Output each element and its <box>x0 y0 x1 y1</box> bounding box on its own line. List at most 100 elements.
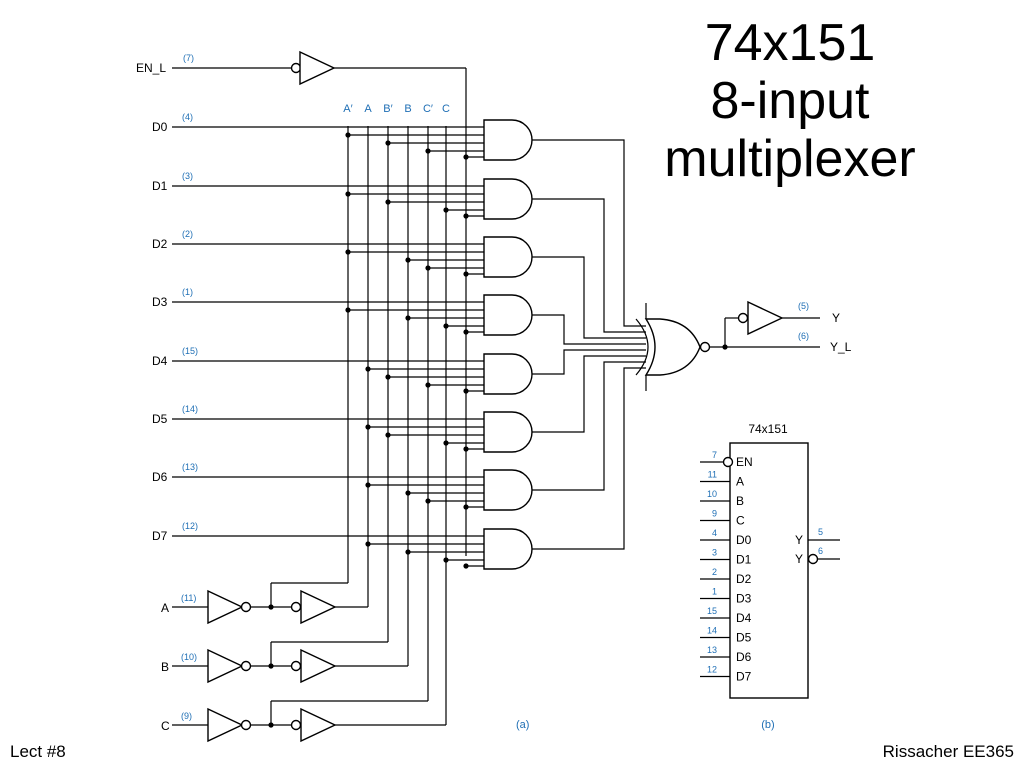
select-junction <box>425 498 431 504</box>
title-line-1: 74x151 <box>704 14 876 72</box>
select-junction <box>365 482 371 488</box>
chip-output-bubble <box>807 553 819 565</box>
select-label-C: C <box>161 719 170 733</box>
chip-pin-2: 2 <box>712 567 717 577</box>
chip-label-D0: D0 <box>736 533 752 547</box>
chip-pin-15: 15 <box>707 606 717 616</box>
select-pin-C: (9) <box>181 711 192 721</box>
select-junction <box>345 132 351 138</box>
and-gate-6 <box>483 469 533 511</box>
output-pin-y-l: (6) <box>798 331 809 341</box>
and-output-wire-1 <box>532 198 646 333</box>
chip-pin-3: 3 <box>712 548 717 558</box>
select-buffer-1 <box>207 648 244 684</box>
enable-junction <box>463 504 469 510</box>
enable-junction <box>463 271 469 277</box>
and-gate-1 <box>483 178 533 220</box>
select-bus-label-0: A′ <box>343 103 352 115</box>
and-output-wire-5 <box>532 355 646 433</box>
chip-output-pin: 5 <box>818 527 823 537</box>
data-label-D7: D7 <box>152 529 168 543</box>
select-junction <box>443 557 449 563</box>
select-pin-A: (11) <box>181 593 196 603</box>
select-junction <box>405 549 411 555</box>
data-label-D3: D3 <box>152 295 168 309</box>
data-label-D5: D5 <box>152 412 168 426</box>
select-buffer-2 <box>300 707 337 743</box>
data-pin-D7: (12) <box>182 521 198 531</box>
output-label-y: Y <box>832 311 840 325</box>
data-pin-D2: (2) <box>182 229 193 239</box>
select-junction <box>425 148 431 154</box>
chip-label-D5: D5 <box>736 631 752 645</box>
chip-pin-12: 12 <box>707 665 717 675</box>
and-output-wire-4 <box>532 349 646 375</box>
chip-pin-14: 14 <box>707 626 717 636</box>
data-pin-D4: (15) <box>182 346 198 356</box>
and-gate-0 <box>483 119 533 161</box>
select-inverter-bubble-2 <box>290 719 302 731</box>
data-label-D4: D4 <box>152 354 168 368</box>
output-label-y-l: Y_L <box>830 340 852 354</box>
select-junction <box>365 366 371 372</box>
chip-enable-bubble <box>722 456 734 468</box>
select-junction <box>385 199 391 205</box>
select-inverter-bubble-2 <box>290 660 302 672</box>
chip-pin-1: 1 <box>712 587 717 597</box>
data-label-D2: D2 <box>152 237 168 251</box>
data-pin-D0: (4) <box>182 112 193 122</box>
caption-a: (a) <box>516 719 529 731</box>
course-credit: Rissacher EE365 <box>882 742 1014 761</box>
chip-body <box>729 442 809 699</box>
chip-label-A: A <box>736 475 744 489</box>
chip-pin-13: 13 <box>707 645 717 655</box>
select-inverter-bubble-1 <box>240 601 252 613</box>
select-pin-B: (10) <box>181 652 197 662</box>
and-gate-4 <box>483 353 533 395</box>
chip-label-D7: D7 <box>736 670 752 684</box>
enable-buffer <box>299 50 336 86</box>
select-junction <box>345 191 351 197</box>
data-label-D6: D6 <box>152 470 168 484</box>
and-output-wire-7 <box>532 367 646 550</box>
chip-pin-10: 10 <box>707 489 717 499</box>
title-line-2: 8-input <box>710 72 870 130</box>
select-junction <box>385 432 391 438</box>
select-junction <box>365 424 371 430</box>
y-buffer <box>747 300 784 336</box>
nor-gate <box>644 318 701 376</box>
chip-output-pin: 6 <box>818 546 823 556</box>
select-inverter-bubble-1 <box>240 719 252 731</box>
select-junction <box>365 541 371 547</box>
select-bus-label-3: B <box>404 103 411 115</box>
select-junction <box>443 440 449 446</box>
select-label-A: A <box>161 601 169 615</box>
nor-input-edge <box>635 318 649 376</box>
enable-junction <box>463 563 469 569</box>
select-junction <box>405 315 411 321</box>
chip-pin-9: 9 <box>712 509 717 519</box>
chip-label-D1: D1 <box>736 553 752 567</box>
and-output-wire-6 <box>532 361 646 491</box>
chip-output-label: Y <box>795 533 803 547</box>
enable-junction <box>463 446 469 452</box>
data-pin-D3: (1) <box>182 287 193 297</box>
data-pin-D1: (3) <box>182 171 193 181</box>
and-gate-7 <box>483 528 533 570</box>
enable-junction <box>463 388 469 394</box>
caption-b: (b) <box>761 719 774 731</box>
slide-title: 74x151 8-input multiplexer <box>620 14 960 188</box>
select-bus-label-2: B′ <box>383 103 392 115</box>
enable-junction <box>463 154 469 160</box>
chip-name: 74x151 <box>748 422 788 436</box>
enable-junction <box>463 213 469 219</box>
title-line-3: multiplexer <box>664 130 916 188</box>
y-inverter-bubble <box>737 312 749 324</box>
select-junction <box>443 323 449 329</box>
and-gate-5 <box>483 411 533 453</box>
enable-junction <box>463 329 469 335</box>
chip-label-D6: D6 <box>736 650 752 664</box>
and-output-wire-0 <box>532 139 646 327</box>
